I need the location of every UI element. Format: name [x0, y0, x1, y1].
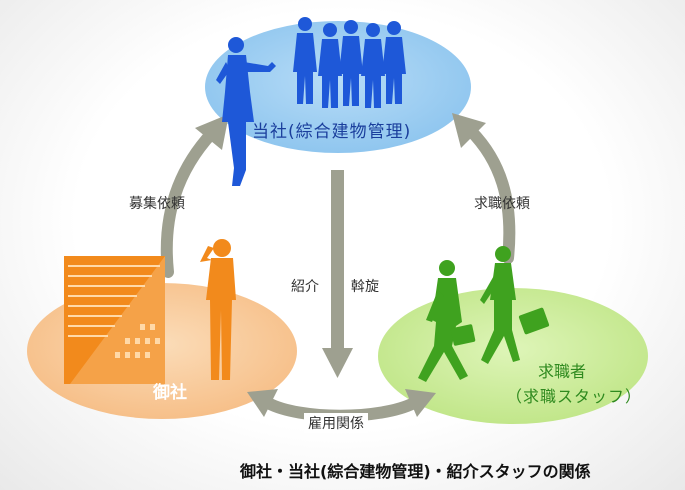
center-party-name: 当社(綜合建物管理): [252, 122, 412, 142]
introduction-label: 紹介: [291, 279, 319, 295]
right-curved-arrow: [452, 113, 516, 264]
seeker-party-note: （求職スタッフ）: [506, 387, 643, 406]
building-icon: [64, 256, 165, 384]
business-people-icon: [216, 17, 406, 186]
walking-staff-icon: [418, 246, 550, 382]
left-curved-arrow: [160, 114, 229, 278]
job-request-label: 求職依頼: [474, 196, 530, 212]
client-party-name: 御社: [153, 383, 187, 403]
mediation-label: 斡旋: [351, 279, 379, 295]
center-down-arrow: [322, 170, 353, 378]
recruitment-request-label: 募集依頼: [129, 196, 185, 212]
thinking-man-icon: [200, 239, 236, 380]
diagram-caption: 御社・当社(綜合建物管理)・紹介スタッフの関係: [240, 462, 591, 481]
seeker-party-name: 求職者: [538, 362, 587, 381]
employment-relation-label: 雇用関係: [304, 413, 368, 433]
